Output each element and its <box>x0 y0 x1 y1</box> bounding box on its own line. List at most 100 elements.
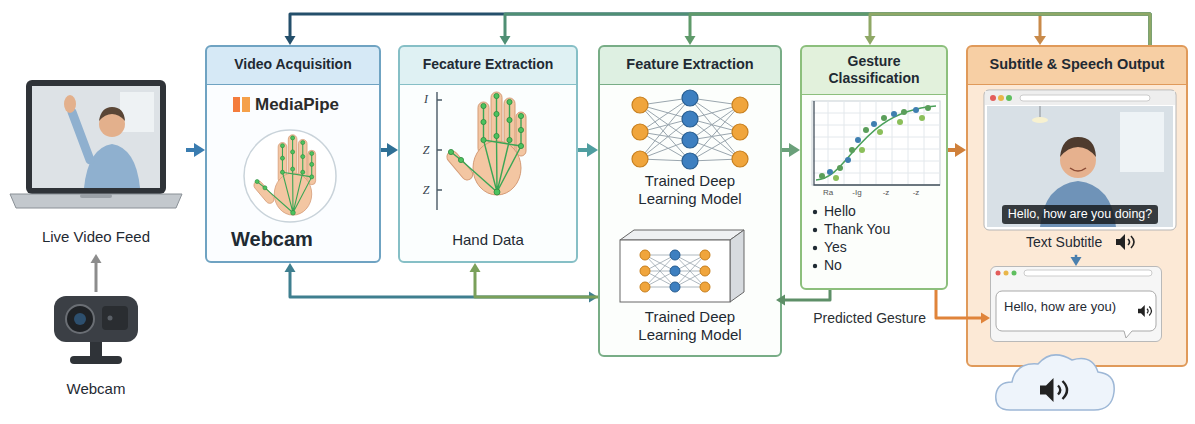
model-cube-illustration-part-part <box>700 282 710 292</box>
laptop-illustration-part <box>99 111 125 137</box>
text-slot: Subtitle & Speech Output <box>970 56 1184 73</box>
model-cube-illustration-part-part <box>670 250 680 260</box>
arrowhead <box>1071 257 1082 266</box>
webcam-illustration-part <box>90 342 102 356</box>
text-slot: Trained Deep Learning Model <box>620 308 760 344</box>
connector <box>578 143 598 157</box>
classification-chart-part <box>819 105 931 179</box>
axis-label: I <box>419 92 433 106</box>
classification-chart-part <box>833 115 925 181</box>
connector-line <box>782 148 791 152</box>
node-text: MediaPipe <box>255 95 375 115</box>
model-cube-illustration-part-part <box>670 266 680 276</box>
arrowhead <box>789 143 800 157</box>
video-output-illustration-part <box>990 95 996 101</box>
model-cube-illustration-part <box>620 240 730 302</box>
tick-label: -z <box>876 188 896 198</box>
connector-line <box>186 148 196 152</box>
connector-line <box>95 262 98 292</box>
neural-network-illustration-part <box>640 98 740 161</box>
arrowhead <box>500 36 511 45</box>
subtitle-text: Hello, how are you doing? <box>1002 205 1159 224</box>
node-label: Fecature Extraction <box>402 56 574 73</box>
text-slot: Thank You <box>824 221 942 238</box>
arrowhead <box>194 143 205 157</box>
classification-chart-part-part <box>881 115 887 121</box>
hand-data-illustration <box>437 92 526 210</box>
classification-chart-part <box>812 101 940 185</box>
connector <box>470 263 599 297</box>
mediapipe-illustration-part <box>233 97 240 112</box>
connector <box>1071 255 1082 266</box>
text-slot: Fecature Extraction <box>402 56 574 73</box>
classification-chart-part-part <box>855 137 861 143</box>
hand-data-illustration-part <box>437 92 442 210</box>
speech-window-node: Hello, how are you) <box>990 266 1162 342</box>
model-cube-illustration-part-part <box>640 266 650 276</box>
video-output-illustration-part <box>984 90 1176 230</box>
text-slot: Webcam <box>37 380 155 398</box>
text-slot: -z <box>876 188 896 198</box>
laptop-illustration-part <box>10 194 182 208</box>
classification-chart-part-part <box>863 127 869 133</box>
neural-network-illustration-part-part <box>632 97 648 113</box>
video-output-illustration-part <box>1006 95 1012 101</box>
axis-label: Z <box>419 183 433 197</box>
laptop-illustration <box>10 80 182 208</box>
neural-network-illustration-part-part <box>682 132 698 148</box>
speech-bubble-illustration-part <box>996 291 1156 338</box>
video-output-illustration-part <box>1040 106 1041 118</box>
classification-chart-part-part <box>877 129 883 135</box>
arrowhead <box>589 292 598 303</box>
model-cube-illustration-part-part <box>700 250 710 260</box>
node-label: Webcam <box>37 380 155 398</box>
connector <box>948 143 966 157</box>
arrowhead <box>955 143 966 157</box>
connector <box>500 14 1151 45</box>
classification-chart <box>812 101 940 268</box>
connector <box>285 14 1151 45</box>
arrowhead <box>285 263 296 272</box>
text-slot: Z <box>419 143 433 157</box>
classification-chart-part-part <box>813 228 817 232</box>
neural-network-illustration-part-part <box>732 97 748 113</box>
hand-data-illustration-part <box>445 92 526 195</box>
model-node: Trained Deep Learning Model <box>604 228 776 352</box>
webcam-illustration <box>54 296 138 364</box>
laptop-node: Live Video Feed <box>6 78 186 254</box>
text-slot: Video Acquisition <box>209 56 377 73</box>
connector-line <box>381 148 389 152</box>
text-slot: Hello, how are you) <box>1004 299 1132 315</box>
connector <box>865 14 1151 45</box>
video-output-illustration-part <box>1040 181 1116 227</box>
stage-box: Gesture ClassificationHelloThank YouYesN… <box>800 45 948 290</box>
laptop-illustration-part <box>99 107 125 121</box>
text-slot: Predicted Gesture <box>788 309 928 327</box>
neural-network-illustration-part <box>682 90 698 169</box>
text-slot: I <box>419 92 433 106</box>
laptop-illustration-part <box>32 86 160 188</box>
classification-chart-part-part <box>925 105 931 111</box>
classification-chart-part-part <box>897 119 903 125</box>
text-slot: -z <box>906 188 926 198</box>
node-text: Yes <box>824 239 942 256</box>
node-text: Text Subtitle <box>1026 234 1126 251</box>
text-slot: Z <box>419 183 433 197</box>
model-cube-illustration-part-part <box>670 282 680 292</box>
video-output-illustration-part <box>1070 168 1086 171</box>
text-slot: Hand Data <box>398 231 578 249</box>
feedback-arrow-part <box>1034 36 1046 45</box>
connector <box>685 14 1151 45</box>
arrowhead <box>981 313 990 324</box>
node-label: Gesture Classification <box>804 53 944 87</box>
neural-network-illustration-part-part <box>732 151 748 167</box>
video-output-illustration-part <box>1020 95 1150 101</box>
neural-network-illustration-part <box>632 97 748 167</box>
connector-line <box>578 148 589 152</box>
axis-label: Z <box>419 143 433 157</box>
webcam-illustration-part <box>102 306 128 330</box>
feedback-arrow-part <box>1039 14 1042 37</box>
model-cube-illustration-part-part <box>640 250 650 260</box>
